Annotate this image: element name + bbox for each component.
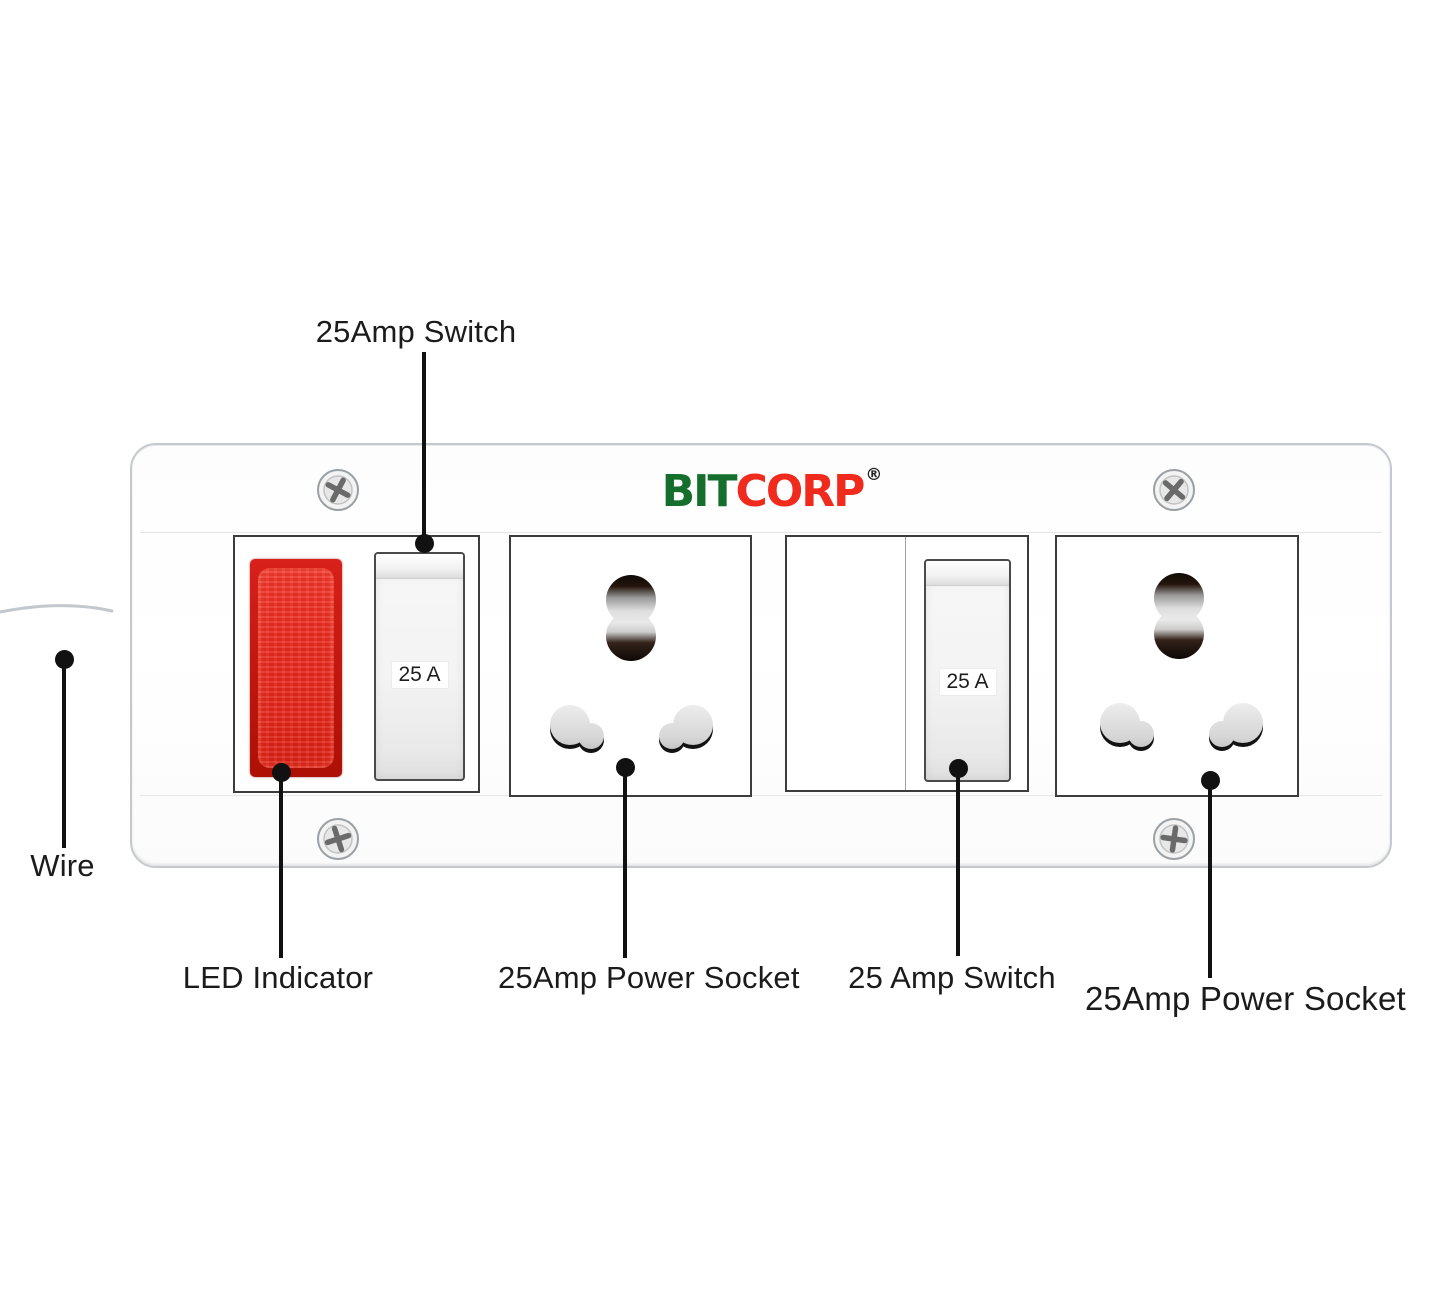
- screw-icon: [1152, 468, 1196, 512]
- switch-1-rating-label: 25 A: [391, 662, 448, 688]
- callout-dot: [55, 650, 74, 669]
- brand-logo: BITCORP®: [642, 467, 902, 514]
- callout-dot: [949, 759, 968, 778]
- label-led-indicator: LED Indicator: [182, 960, 374, 995]
- callout-line: [279, 776, 283, 958]
- switch-1: 25 A: [374, 552, 465, 781]
- callout-line: [956, 772, 960, 956]
- brand-logo-bit: BIT: [661, 466, 738, 517]
- callout-dot: [1201, 771, 1220, 790]
- screw-icon: [316, 468, 360, 512]
- callout-dot: [415, 534, 434, 553]
- panel-seam: [140, 795, 1382, 796]
- module-divider: [905, 537, 906, 790]
- panel-seam: [140, 532, 1382, 533]
- screw-icon: [1152, 817, 1196, 861]
- module-led-switch: 25 A: [233, 535, 480, 793]
- wire-icon: [0, 604, 114, 614]
- registered-trademark-icon: ®: [865, 465, 883, 485]
- screw-icon: [316, 817, 360, 861]
- label-power-socket-2: 25Amp Power Socket: [1085, 980, 1406, 1017]
- callout-line: [62, 662, 66, 848]
- callout-dot: [272, 763, 291, 782]
- label-25amp-switch-top: 25Amp Switch: [315, 314, 517, 349]
- switch-2: 25 A: [924, 559, 1011, 782]
- led-lens: [258, 568, 334, 768]
- callout-line: [1208, 784, 1212, 978]
- callout-line: [623, 771, 627, 958]
- brand-logo-corp: CORP: [735, 466, 866, 517]
- label-switch-2: 25 Amp Switch: [848, 960, 1056, 995]
- switch-2-rating-label: 25 A: [939, 669, 996, 695]
- module-switch-2: 25 A: [785, 535, 1029, 792]
- callout-dot: [616, 758, 635, 777]
- power-socket-1: [509, 535, 752, 797]
- socket-holes-icon: [550, 575, 713, 753]
- label-wire: Wire: [30, 848, 95, 883]
- label-power-socket-1: 25Amp Power Socket: [498, 960, 800, 995]
- power-socket-2: [1055, 535, 1299, 797]
- led-indicator: [250, 559, 342, 777]
- socket-holes-icon: [1100, 573, 1263, 751]
- callout-line: [422, 352, 426, 544]
- power-strip-body: BITCORP®: [130, 443, 1392, 868]
